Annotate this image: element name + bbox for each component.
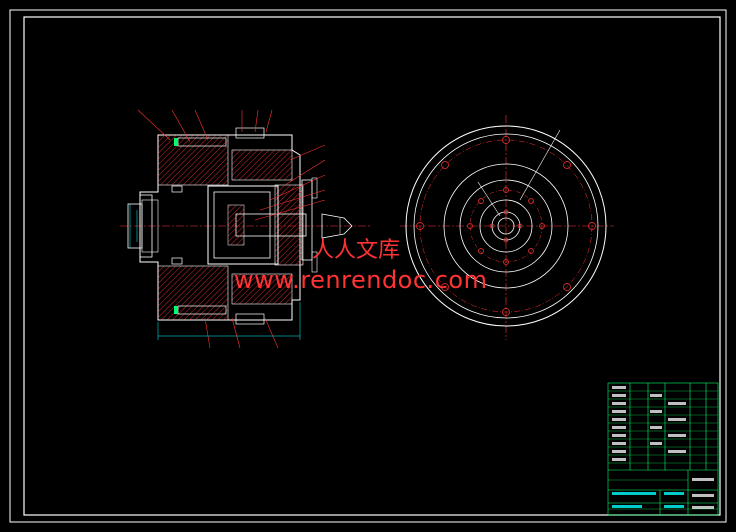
section-view [120, 109, 370, 349]
leader-small-dia [477, 181, 501, 217]
piston [213, 191, 271, 259]
center-bore [497, 217, 515, 235]
chuck-jaw [301, 179, 313, 261]
hatched-sections [139, 134, 304, 321]
inner-bolt-holes [467, 187, 545, 265]
bolts [171, 127, 265, 325]
outer-frame [9, 9, 727, 523]
dimension-lines [129, 204, 301, 340]
title-block-fill [612, 386, 714, 509]
inner-frame [23, 16, 721, 516]
outer-flange-circle [405, 125, 607, 327]
title-block [607, 382, 719, 516]
watermark-cn: 人人文库 [312, 238, 401, 263]
leader-large-dia [519, 129, 561, 201]
flange-view [400, 115, 614, 340]
title-block-cyan [612, 492, 684, 508]
cylinder-bore [207, 185, 279, 265]
leader-lines [137, 109, 326, 349]
drill-tip [321, 213, 353, 239]
outer-bolt-holes [416, 136, 596, 316]
watermark-url: www.renrendoc.com [234, 266, 488, 294]
